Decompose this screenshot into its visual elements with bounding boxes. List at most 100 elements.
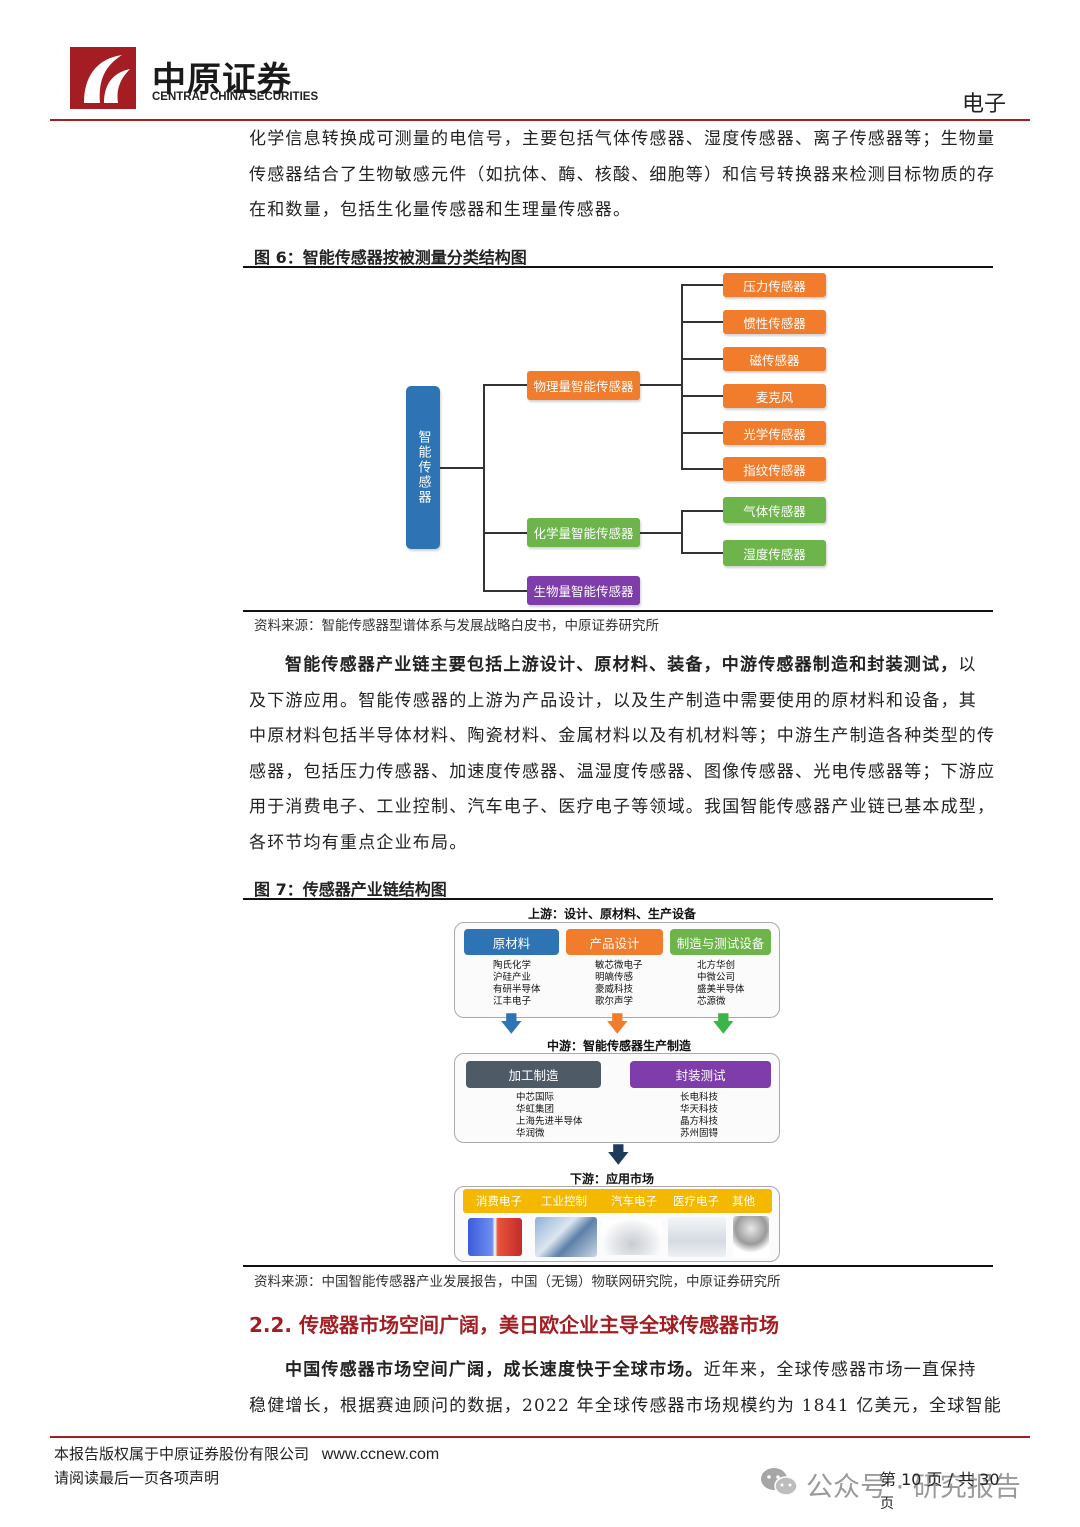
midstream-label: 中游：智能传感器生产制造	[547, 1039, 692, 1053]
app-medical-electronics: 医疗电子	[673, 1194, 719, 1208]
connector	[681, 468, 723, 470]
text-line: 中国传感器市场空间广阔，成长速度快于全球市场。近年来，全球传感器市场一直保持	[249, 1353, 1029, 1389]
company-name: 芯源微	[697, 996, 726, 1007]
connector	[640, 532, 682, 534]
node-physical-sensor: 物理量智能传感器	[527, 371, 640, 400]
node-optical-sensor: 光学传感器	[723, 421, 826, 445]
company-name: 北方华创	[697, 960, 736, 971]
company-name: 晶方科技	[680, 1116, 719, 1127]
upstream-label: 上游：设计、原材料、生产设备	[528, 907, 697, 921]
footer-rule	[50, 1436, 1030, 1438]
brand-name-cn: 中原证券	[152, 60, 292, 100]
root-node-smart-sensor: 智能传感器	[406, 386, 440, 549]
company-name: 中微公司	[697, 972, 736, 983]
upstream-raw-materials-header: 原材料	[464, 929, 559, 955]
midstream-manufacturing-header: 加工制造	[466, 1061, 601, 1088]
text-line: 智能传感器产业链主要包括上游设计、原材料、装备，中游传感器制造和封装测试，以	[249, 648, 1029, 684]
company-name: 歌尔声学	[595, 996, 634, 1007]
wechat-icon	[759, 1466, 799, 1498]
company-name: 华虹集团	[516, 1104, 555, 1115]
text-line: 及下游应用。智能传感器的上游为产品设计，以及生产制造中需要使用的原材料和设备，其	[249, 690, 977, 711]
company-name: 华润微	[516, 1128, 545, 1139]
figure-6-diagram: 智能传感器 物理量智能传感器 化学量智能传感器 生物量智能传感器 压力传感器 惯…	[0, 0, 1080, 620]
watermark-text: 公众号 · 研究报告	[806, 1472, 1021, 1503]
company-list-manufacturing: 中芯国际 华虹集团 上海先进半导体 华润微	[516, 1092, 583, 1140]
company-list-design: 敏芯微电子 明皜传感 豪威科技 歌尔声学	[595, 960, 643, 1008]
node-magnetic-sensor: 磁传感器	[723, 347, 826, 371]
node-humidity-sensor: 湿度传感器	[723, 540, 826, 566]
text-fragment: 近年来，全球传感器市场一直保持	[703, 1360, 977, 1380]
company-name: 沪硅产业	[493, 972, 532, 983]
footer-notice: 请阅读最后一页各项声明	[54, 1469, 220, 1487]
connector	[483, 384, 485, 591]
page-number: 第 10 页 / 共 30	[880, 1470, 1000, 1489]
app-consumer-electronics: 消费电子	[476, 1194, 522, 1208]
arrow-down-icon: 🡇	[712, 1012, 735, 1037]
figure-6-source: 资料来源：智能传感器型谱体系与发展战略白皮书，中原证券研究所	[254, 618, 659, 634]
lead-sentence: 中国传感器市场空间广阔，成长速度快于全球市场。	[285, 1360, 704, 1380]
connector	[681, 395, 723, 397]
connector	[681, 510, 723, 512]
node-gas-sensor: 气体传感器	[723, 497, 826, 523]
arrow-down-icon: 🡇	[607, 1143, 630, 1168]
robot-image	[733, 1216, 769, 1258]
connector	[681, 510, 683, 553]
upstream-equipment-header: 制造与测试设备	[670, 929, 771, 955]
smartphone-image	[468, 1218, 522, 1256]
app-industrial-control: 工业控制	[541, 1194, 587, 1208]
company-name: 华天科技	[680, 1104, 719, 1115]
figure-7-diagram: 上游：设计、原材料、生产设备 原材料 产品设计 制造与测试设备 陶氏化学 沪硅产…	[454, 907, 780, 1262]
header-rule	[50, 119, 1030, 121]
page-number-tail: 页	[880, 1496, 894, 1512]
text-line: 感器，包括压力传感器、加速度传感器、温湿度传感器、图像传感器、光电传感器等；下游…	[249, 761, 996, 782]
car-image	[602, 1219, 662, 1255]
connector	[483, 590, 527, 592]
connector	[681, 432, 723, 434]
connector	[681, 284, 683, 469]
text-line: 化学信息转换成可测量的电信号，主要包括气体传感器、湿度传感器、离子传感器等；生物…	[249, 129, 996, 149]
text-line: 各环节均有重点企业布局。	[249, 832, 468, 853]
node-chemical-sensor: 化学量智能传感器	[527, 518, 640, 547]
text-line: 中原材料包括半导体材料、陶瓷材料、金属材料以及有机材料等；中游生产制造各种类型的…	[249, 726, 996, 746]
node-pressure-sensor: 压力传感器	[723, 273, 826, 297]
arrow-down-icon: 🡇	[606, 1012, 629, 1037]
node-inertial-sensor: 惯性传感器	[723, 310, 826, 334]
node-biological-sensor: 生物量智能传感器	[527, 576, 640, 605]
midstream-packaging-header: 封装测试	[630, 1061, 771, 1088]
connector	[681, 552, 723, 554]
footer-copyright: 本报告版权属于中原证券股份有限公司 www.ccnew.com	[54, 1443, 439, 1464]
text-line: 在和数量，包括生化量传感器和生理量传感器。	[249, 200, 632, 220]
brand-name-en: CENTRAL CHINA SECURITIES	[152, 91, 319, 103]
figure-6-bottom-rule	[243, 610, 993, 612]
connector	[440, 467, 484, 469]
figure-7-title: 图 7：传感器产业链结构图	[254, 880, 447, 899]
connector	[640, 384, 682, 386]
sector-label: 电子	[961, 92, 1006, 117]
arrow-down-icon: 🡇	[500, 1012, 523, 1037]
app-automotive-electronics: 汽车电子	[611, 1194, 657, 1208]
node-fingerprint-sensor: 指纹传感器	[723, 457, 826, 481]
figure-7-bottom-rule	[243, 1265, 993, 1267]
figure-7-top-rule	[243, 898, 993, 900]
connector	[681, 284, 723, 286]
text-line: 稳健增长，根据赛迪顾问的数据，2022 年全球传感器市场规模约为 1841 亿美…	[249, 1395, 1002, 1416]
company-name: 中芯国际	[516, 1092, 555, 1103]
medical-device-image	[668, 1217, 726, 1257]
text-fragment: 以	[958, 655, 977, 675]
company-list-packaging: 长电科技 华天科技 晶方科技 苏州固锝	[680, 1092, 718, 1140]
company-name: 陶氏化学	[493, 960, 532, 971]
app-other: 其他	[732, 1194, 755, 1208]
company-name: 苏州固锝	[680, 1128, 719, 1139]
figure-6-top-rule	[243, 266, 993, 268]
downstream-label: 下游：应用市场	[570, 1172, 655, 1186]
company-name: 有研半导体	[493, 984, 541, 995]
connector	[483, 532, 527, 534]
application-bar	[463, 1189, 772, 1213]
website-link[interactable]: www.ccnew.com	[321, 1446, 440, 1463]
company-name: 明皜传感	[595, 972, 634, 983]
company-name: 长电科技	[680, 1092, 719, 1103]
company-name: 江丰电子	[493, 996, 532, 1007]
connector	[681, 358, 723, 360]
text-line: 用于消费电子、工业控制、汽车电子、医疗电子等领域。我国智能传感器产业链已基本成型…	[249, 797, 996, 817]
market-paragraph: 中国传感器市场空间广阔，成长速度快于全球市场。近年来，全球传感器市场一直保持 稳…	[249, 1353, 1029, 1424]
